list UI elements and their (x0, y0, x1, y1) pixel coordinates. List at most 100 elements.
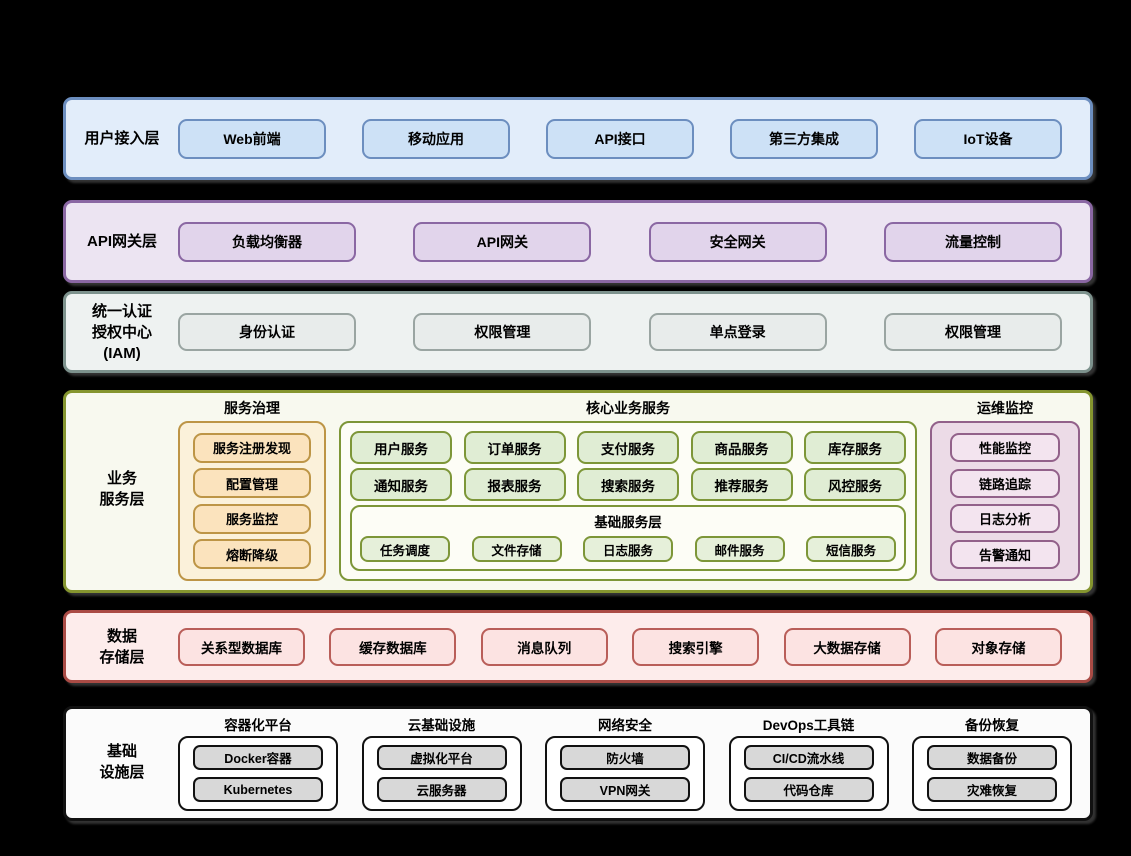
storage-box: 消息队列 (480, 627, 608, 666)
architecture-diagram: 用户接入层 Web前端移动应用 API接口第三方集成 IoT设备 API网关层 负载… (63, 97, 1093, 821)
ops-monitor-box: 链路追踪 (950, 468, 1060, 498)
layer-api-gateway: API网关层 负载均衡器 API网关 安全网关 流量控制 (63, 200, 1093, 283)
section-ops-monitoring: 运维监控 性能监控链路追踪日志分析告警通知 (930, 397, 1080, 581)
infra-box: 云服务器 (376, 777, 507, 802)
group-network-security: 网络安全 防火墙 VPN网关 (545, 712, 705, 811)
basic-service-box: 任务调度 (360, 536, 450, 562)
user-access-box: IoT设备 (914, 118, 1062, 159)
storage-box: 缓存数据库 (329, 627, 457, 666)
infra-box: Docker容器 (193, 745, 323, 770)
service-governance-title: 服务治理 (224, 400, 280, 416)
user-access-boxes: Web前端移动应用 API接口第三方集成 IoT设备 (178, 118, 1090, 159)
user-access-box: 移动应用 (362, 118, 510, 159)
infrastructure-groups: 容器化平台 Docker容器 Kubernetes 云基础设施 虚拟化平台云服务器… (178, 712, 1090, 811)
ops-monitoring-title: 运维监控 (977, 400, 1033, 416)
layer-label-user-access: 用户接入层 (84, 130, 160, 147)
basic-services-container: 基础服务层 任务调度文件存储日志服务邮件服务短信服务 (350, 505, 906, 571)
group-boxes: 虚拟化平台云服务器 (361, 736, 522, 811)
api-gateway-box: 流量控制 (883, 221, 1062, 262)
section-service-governance: 服务治理 服务注册发现配置管理服务监控熔断降级 (178, 397, 326, 581)
core-service-box: 支付服务 (577, 431, 679, 464)
core-service-box: 用户服务 (350, 431, 452, 464)
storage-box: 大数据存储 (783, 627, 911, 666)
layer-label-business: 业务服务层 (99, 470, 145, 508)
infra-box: VPN网关 (560, 777, 690, 802)
core-service-box: 风控服务 (804, 468, 906, 501)
group-title: 网络安全 (598, 718, 652, 733)
layer-label-data-storage: 数据存储层 (99, 627, 145, 666)
core-services-row-1: 用户服务订单服务支付服务商品服务库存服务 (350, 431, 906, 464)
layer-label-iam: 统一认证授权中心(IAM) (91, 302, 152, 362)
group-boxes: 防火墙 VPN网关 (545, 736, 705, 811)
core-service-box: 库存服务 (804, 431, 906, 464)
ops-monitoring-boxes: 性能监控链路追踪日志分析告警通知 (930, 421, 1080, 581)
layer-data-storage: 数据存储层 关系型数据库缓存数据库消息队列搜索引擎大数据存储对象存储 (63, 610, 1093, 683)
infra-box: 防火墙 (560, 745, 690, 770)
iam-box: 身份认证 (178, 313, 356, 351)
api-gateway-box: API网关 (413, 221, 592, 262)
core-service-box: 搜索服务 (577, 468, 679, 501)
data-storage-boxes: 关系型数据库缓存数据库消息队列搜索引擎大数据存储对象存储 (178, 627, 1090, 666)
service-governance-boxes: 服务注册发现配置管理服务监控熔断降级 (178, 421, 326, 581)
user-access-box: API接口 (546, 118, 694, 159)
core-service-box: 商品服务 (690, 431, 793, 464)
group-devops-toolchain: DevOps工具链 CI/CD流水线代码仓库 (728, 712, 889, 811)
user-access-box: 第三方集成 (730, 118, 878, 159)
infra-box: 灾难恢复 (927, 777, 1057, 802)
core-service-box: 订单服务 (463, 431, 566, 464)
layer-user-access: 用户接入层 Web前端移动应用 API接口第三方集成 IoT设备 (63, 97, 1093, 180)
basic-service-box: 文件存储 (471, 536, 562, 562)
api-gateway-box: 负载均衡器 (178, 221, 356, 262)
section-core-services: 核心业务服务 用户服务订单服务支付服务商品服务库存服务 通知服务报表服务搜索服务… (339, 397, 917, 581)
group-boxes: Docker容器 Kubernetes (178, 736, 338, 811)
infra-box: 虚拟化平台 (376, 745, 507, 770)
group-backup-recovery: 备份恢复 数据备份灾难恢复 (912, 712, 1072, 811)
core-service-box: 推荐服务 (690, 468, 793, 501)
infra-box: 代码仓库 (743, 777, 874, 802)
basic-service-box: 短信服务 (806, 536, 896, 562)
layer-iam: 统一认证授权中心(IAM) 身份认证 权限管理 单点登录 权限管理 (63, 291, 1093, 373)
core-services-title: 核心业务服务 (586, 400, 670, 416)
iam-box: 权限管理 (413, 313, 592, 351)
group-boxes: 数据备份灾难恢复 (912, 736, 1072, 811)
core-service-box: 报表服务 (463, 468, 566, 501)
storage-box: 关系型数据库 (178, 627, 305, 666)
basic-service-box: 邮件服务 (694, 536, 785, 562)
group-title: 备份恢复 (965, 718, 1019, 733)
core-services-body: 用户服务订单服务支付服务商品服务库存服务 通知服务报表服务搜索服务推荐服务风控服… (339, 421, 917, 581)
group-title: 容器化平台 (224, 718, 292, 733)
iam-box: 单点登录 (648, 313, 827, 351)
layer-business-services: 业务服务层 服务治理 服务注册发现配置管理服务监控熔断降级 核心业务服务 用户服… (63, 390, 1093, 593)
api-gateway-box: 安全网关 (648, 221, 827, 262)
group-title: DevOps工具链 (762, 718, 855, 733)
basic-services-title: 基础服务层 (594, 515, 662, 530)
basic-service-box: 日志服务 (583, 536, 673, 562)
iam-boxes: 身份认证 权限管理 单点登录 权限管理 (178, 313, 1090, 351)
api-gateway-boxes: 负载均衡器 API网关 安全网关 流量控制 (178, 221, 1090, 262)
governance-box: 服务监控 (193, 503, 311, 534)
ops-monitor-box: 性能监控 (950, 433, 1060, 463)
group-container-platform: 容器化平台 Docker容器 Kubernetes (178, 712, 338, 811)
core-services-row-2: 通知服务报表服务搜索服务推荐服务风控服务 (350, 468, 906, 501)
core-service-box: 通知服务 (350, 468, 452, 501)
group-title: 云基础设施 (407, 718, 476, 733)
iam-box: 权限管理 (883, 313, 1062, 351)
layer-label-infrastructure: 基础设施层 (99, 742, 145, 781)
infra-box: 数据备份 (927, 745, 1057, 770)
group-cloud-infra: 云基础设施 虚拟化平台云服务器 (361, 712, 522, 811)
storage-box: 对象存储 (934, 627, 1062, 666)
governance-box: 配置管理 (193, 468, 311, 499)
infra-box: CI/CD流水线 (743, 745, 874, 770)
user-access-box: Web前端 (178, 118, 326, 159)
group-boxes: CI/CD流水线代码仓库 (728, 736, 889, 811)
layer-label-api-gateway: API网关层 (86, 233, 157, 250)
governance-box: 服务注册发现 (193, 432, 311, 463)
basic-services-boxes: 任务调度文件存储日志服务邮件服务短信服务 (360, 536, 896, 562)
ops-monitor-box: 告警通知 (950, 539, 1060, 569)
ops-monitor-box: 日志分析 (950, 504, 1060, 534)
governance-box: 熔断降级 (193, 539, 311, 570)
business-sections: 服务治理 服务注册发现配置管理服务监控熔断降级 核心业务服务 用户服务订单服务支… (178, 397, 1080, 581)
infra-box: Kubernetes (193, 777, 323, 802)
storage-box: 搜索引擎 (632, 627, 760, 666)
layer-infrastructure: 基础设施层 容器化平台 Docker容器 Kubernetes 云基础设施 虚拟化… (63, 706, 1093, 821)
